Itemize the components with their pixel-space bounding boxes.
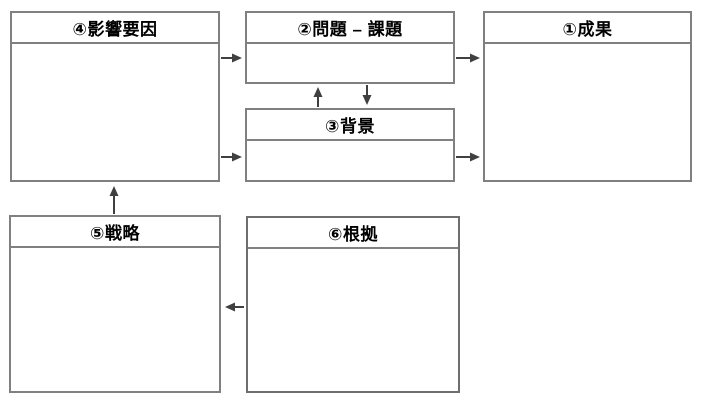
box-background-title: ③背景: [247, 110, 453, 141]
box-strategy-title: ⑤戦略: [11, 217, 219, 248]
box-evidence-title: ⑥根拠: [248, 218, 458, 249]
box-factors-title: ④影響要因: [12, 13, 218, 44]
box-evidence: ⑥根拠: [246, 216, 460, 393]
box-problem: ②問題 – 課題: [245, 11, 455, 84]
box-strategy: ⑤戦略: [9, 215, 221, 393]
box-background: ③背景: [245, 108, 455, 182]
box-factors: ④影響要因: [10, 11, 220, 182]
box-problem-title: ②問題 – 課題: [247, 13, 453, 44]
box-outcome-title: ①成果: [485, 13, 690, 44]
box-outcome: ①成果: [483, 11, 692, 182]
